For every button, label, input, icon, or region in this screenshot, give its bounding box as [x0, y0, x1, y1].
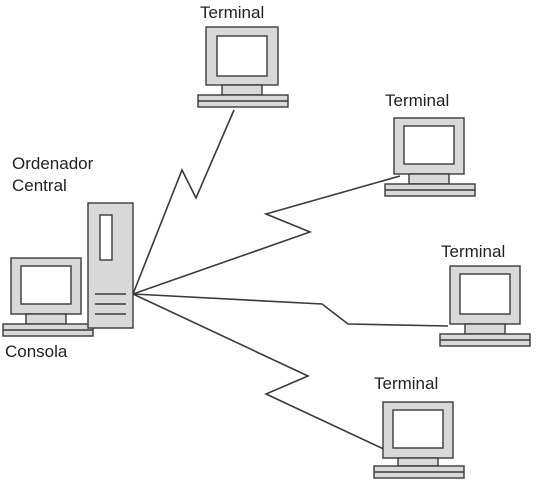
terminal-3-computer-icon [439, 265, 531, 347]
terminal-2-label: Terminal [385, 91, 450, 110]
link-terminal-3 [132, 293, 449, 327]
terminal-2-computer-icon [384, 117, 476, 197]
terminal-4-label: Terminal [374, 374, 439, 393]
console-computer-icon [2, 257, 94, 337]
terminal-1-computer-icon [197, 26, 289, 108]
terminal-4-computer-icon [373, 401, 465, 479]
link-terminal-4 [132, 293, 391, 453]
console-label: Consola [5, 342, 68, 361]
central-label-line2: Central [12, 176, 67, 195]
terminal-3-label: Terminal [441, 242, 506, 261]
central-label-line1: Ordenador [12, 154, 94, 173]
link-terminal-2 [132, 175, 401, 295]
central-computer-icon [87, 202, 134, 329]
link-terminal-1 [132, 109, 235, 295]
terminal-1-label: Terminal [200, 3, 265, 22]
